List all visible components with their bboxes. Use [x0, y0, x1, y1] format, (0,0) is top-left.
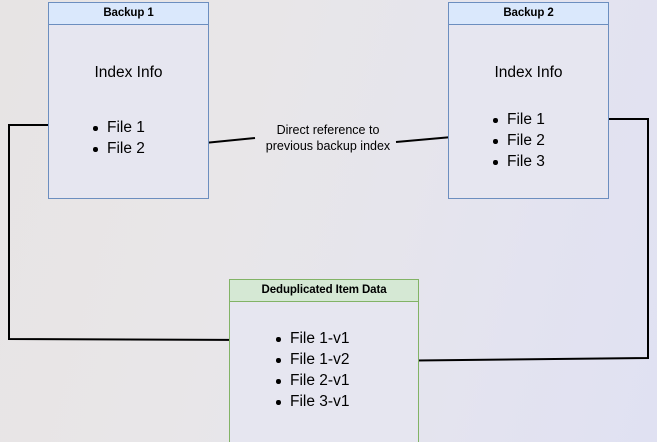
- edge-label-line-1: Direct reference to: [276, 123, 380, 137]
- list-item: File 1: [491, 109, 545, 130]
- list-item: File 1-v1: [274, 328, 349, 349]
- node-backup-1-body: Index Info File 1 File 2: [49, 25, 208, 198]
- edge-label-line-2: previous backup index: [265, 139, 391, 153]
- list-item: File 1: [91, 117, 145, 138]
- node-deduplicated-item-data-file-list: File 1-v1 File 1-v2 File 2-v1 File 3-v1: [274, 328, 349, 412]
- list-item: File 2-v1: [274, 370, 349, 391]
- node-deduplicated-item-data[interactable]: Deduplicated Item Data File 1-v1 File 1-…: [229, 279, 419, 442]
- node-deduplicated-item-data-body: File 1-v1 File 1-v2 File 2-v1 File 3-v1: [230, 302, 418, 442]
- list-item: File 2: [91, 138, 145, 159]
- node-backup-2-subtitle: Index Info: [494, 64, 563, 81]
- node-deduplicated-item-data-header: Deduplicated Item Data: [230, 280, 418, 302]
- node-backup-2[interactable]: Backup 2 Index Info File 1 File 2 File 3: [448, 2, 609, 199]
- node-backup-2-file-list: File 1 File 2 File 3: [491, 109, 545, 172]
- node-backup-2-body: Index Info File 1 File 2 File 3: [449, 25, 608, 198]
- list-item: File 2: [491, 130, 545, 151]
- list-item: File 3: [491, 151, 545, 172]
- node-backup-1-file-list: File 1 File 2: [91, 117, 145, 159]
- node-backup-1-subtitle: Index Info: [94, 64, 163, 81]
- list-item: File 1-v2: [274, 349, 349, 370]
- node-backup-1-header: Backup 1: [49, 3, 208, 25]
- node-backup-2-header: Backup 2: [449, 3, 608, 25]
- list-item: File 3-v1: [274, 391, 349, 412]
- edge-label-direct-reference: Direct reference to previous backup inde…: [258, 122, 398, 154]
- node-backup-1[interactable]: Backup 1 Index Info File 1 File 2: [48, 2, 209, 199]
